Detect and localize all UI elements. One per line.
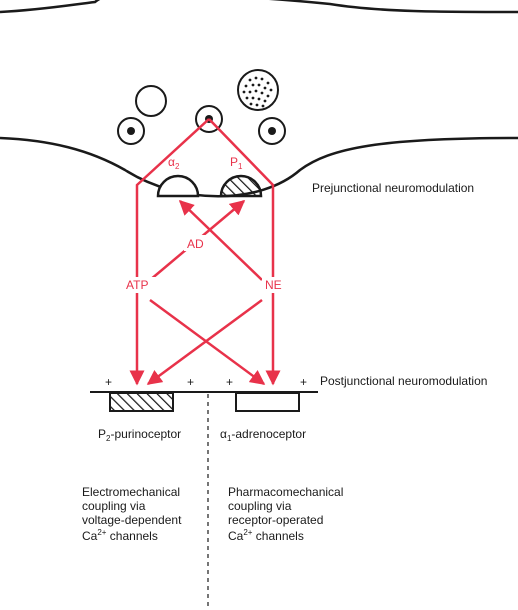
ad-label: AD (187, 237, 204, 251)
svg-text:receptor-operated: receptor-operated (228, 513, 323, 527)
svg-text:Ca2+ channels: Ca2+ channels (228, 528, 304, 543)
dense-core-vesicle-right (258, 117, 286, 145)
dense-core-vesicle-left (117, 117, 145, 145)
svg-text:Ca2+ channels: Ca2+ channels (82, 528, 158, 543)
varicosity-upper-membrane (0, 0, 518, 14)
alpha2-receptor (156, 174, 200, 198)
pharmacomechanical-text: Pharmacomechanical coupling via receptor… (228, 485, 343, 543)
plus-sign: + (187, 375, 194, 389)
ne-to-alpha2-arrow (178, 199, 263, 281)
p1-receptor (219, 174, 263, 198)
prejunctional-label: Prejunctional neuromodulation (312, 181, 474, 195)
postjunctional-label: Postjunctional neuromodulation (320, 374, 487, 388)
p2-purinoceptor (109, 392, 174, 412)
electromechanical-text: Electromechanical coupling via voltage-d… (82, 485, 182, 543)
ne-label: NE (265, 278, 282, 292)
empty-vesicle (135, 85, 167, 117)
atp-label: ATP (126, 278, 148, 292)
svg-text:coupling via: coupling via (82, 499, 146, 513)
plus-sign: + (105, 375, 112, 389)
p2-purinoceptor-label: P2-purinoceptor (98, 427, 181, 443)
release-path-left (129, 118, 210, 386)
ne-to-p2-arrow (146, 298, 263, 386)
plus-sign: + (226, 375, 233, 389)
large-dotted-vesicle (237, 69, 279, 111)
svg-text:coupling via: coupling via (228, 499, 292, 513)
release-path-right (208, 118, 281, 386)
alpha1-adrenoceptor (235, 392, 300, 412)
svg-text:Electromechanical: Electromechanical (82, 485, 180, 499)
plus-sign: + (300, 375, 307, 389)
p1-label: P1 (230, 155, 243, 171)
alpha2-label: α2 (168, 155, 180, 171)
svg-text:voltage-dependent: voltage-dependent (82, 513, 182, 527)
svg-text:Pharmacomechanical: Pharmacomechanical (228, 485, 343, 499)
alpha1-adrenoceptor-label: α1-adrenoceptor (220, 427, 306, 443)
